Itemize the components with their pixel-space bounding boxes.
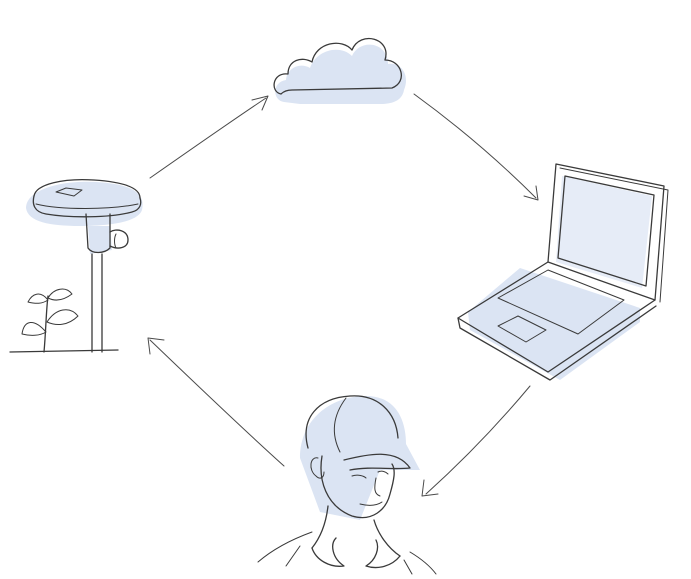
gps-wash: [26, 181, 143, 226]
plant-leaf-top-left: [27, 293, 49, 304]
laptop-keyboard: [497, 269, 625, 335]
cloud-icon: [273, 38, 407, 104]
laptop-screen-edge: [559, 167, 669, 303]
cloud-outline: [273, 38, 402, 95]
laptop-screen-wash: [556, 176, 652, 288]
gps-head-band: [35, 203, 139, 209]
gps-mount-wash: [88, 226, 112, 254]
person-collar: [311, 537, 401, 569]
person-face: [320, 455, 395, 519]
arrow-laptop-to-person: [421, 385, 531, 497]
plant-leaf-top-right: [47, 288, 73, 301]
arrow-person-to-gps: [147, 337, 285, 467]
farmer-person-icon: [257, 395, 437, 575]
gps-mount: [85, 213, 111, 254]
laptop-base-outline: [457, 261, 656, 373]
person-nose: [374, 477, 381, 497]
person-cap-seam: [333, 397, 347, 453]
gps-display: [55, 187, 83, 197]
person-eyes: [351, 470, 389, 479]
gps-head-body: [32, 195, 142, 218]
plant-leaf-right: [46, 309, 79, 325]
person-neck: [311, 505, 401, 557]
gps-connector: [109, 229, 129, 249]
arrow-gps-to-cloud: [149, 95, 269, 179]
person-ear: [310, 457, 325, 479]
flow-arrows: [147, 93, 539, 497]
laptop-base-front: [457, 305, 657, 381]
plant-leaf-left: [21, 322, 47, 336]
gps-head-top: [33, 178, 141, 199]
gps-pole: [91, 253, 103, 353]
gps-receiver-icon: [26, 178, 143, 353]
person-cap-brim: [343, 453, 411, 471]
ground-line: [9, 349, 119, 353]
laptop-icon: [457, 163, 669, 381]
laptop-trackpad: [497, 315, 547, 343]
arrow-cloud-to-laptop: [413, 93, 539, 201]
laptop-wash: [468, 268, 640, 380]
laptop-screen-inner: [557, 175, 655, 287]
gps-connector-ring: [114, 233, 117, 249]
plant-stem: [43, 295, 49, 353]
person-shoulders: [257, 531, 437, 575]
seedling-plant-icon: [9, 288, 119, 353]
person-mouth: [359, 501, 383, 506]
person-cap: [305, 395, 399, 449]
person-wash: [300, 396, 420, 520]
